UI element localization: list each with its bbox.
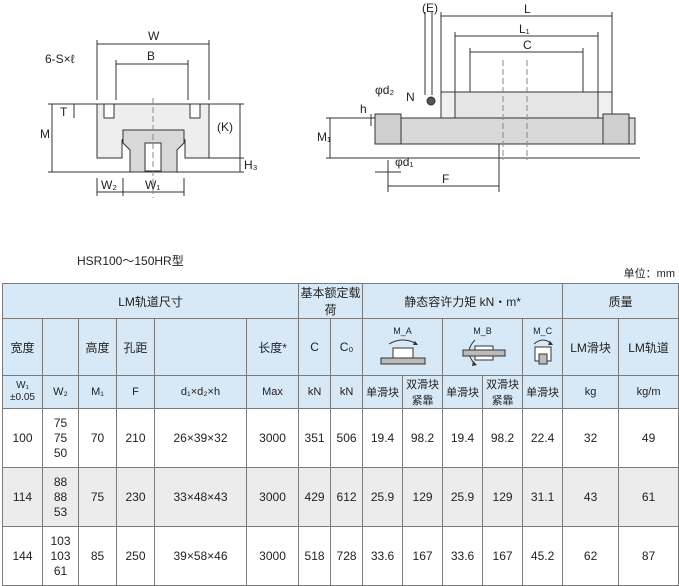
- mc-label: M_C: [533, 326, 553, 336]
- label-w1: W₁: [145, 178, 160, 192]
- col-w2: W₂: [42, 375, 79, 409]
- col-kn1: kN: [298, 375, 332, 409]
- label-d1: φd₁: [395, 155, 414, 169]
- cross-section-view: [48, 40, 244, 198]
- technical-drawings: W B 6-S×ℓ T M (K) H₃ W₂ W₁: [40, 1, 640, 198]
- col-kgm: kg/m: [618, 375, 679, 409]
- label-c: C: [523, 38, 532, 52]
- col-c: C: [298, 318, 332, 376]
- side-view-labels: (E) L L₁ C φd₂ h N M₁ φd₁ F: [317, 1, 532, 186]
- table-header-row: LM轨道尺寸 基本额定载荷 静态容许力矩 kN・m* 质量: [1, 283, 679, 319]
- moment-c-icon: [533, 339, 553, 365]
- group-load: 基本额定载荷: [298, 283, 364, 319]
- col-w1: W₁ ±0.05: [2, 375, 43, 409]
- label-t: T: [60, 105, 68, 119]
- col-kg: kg: [562, 375, 620, 409]
- label-h3: H₃: [244, 158, 258, 172]
- label-e: (E): [422, 1, 438, 15]
- col-mc: M_C: [522, 318, 564, 376]
- side-view: [326, 12, 640, 192]
- model-title: HSR100〜150HR型: [77, 254, 184, 268]
- col-height: 高度: [78, 318, 117, 376]
- col-block: LM滑块: [562, 318, 620, 376]
- label-f: F: [442, 172, 449, 186]
- col-pitch: 孔距: [116, 318, 155, 376]
- unit-label: 单位：mm: [623, 268, 675, 280]
- col-c0: C₀: [330, 318, 364, 376]
- moment-a-icon: [380, 339, 426, 365]
- label-m1: M₁: [317, 130, 331, 144]
- col-double-b: 双滑块紧靠: [482, 375, 524, 409]
- col-kn2: kN: [330, 375, 364, 409]
- col-rail: LM轨道: [618, 318, 679, 376]
- col-m1: M₁: [78, 375, 117, 409]
- label-b: B: [147, 49, 155, 63]
- col-dxh: d₁×d₂×h: [154, 375, 247, 409]
- col-mb: M_B: [442, 318, 524, 376]
- col-single-b: 单滑块: [442, 375, 484, 409]
- label-n: N: [406, 90, 415, 104]
- col-single-c: 单滑块: [522, 375, 564, 409]
- label-s: 6-S×ℓ: [45, 52, 75, 66]
- group-moment: 静态容许力矩 kN・m*: [362, 283, 564, 319]
- col-length: 长度*: [245, 318, 300, 376]
- col-f: F: [116, 375, 155, 409]
- spec-table: LM轨道尺寸 基本额定载荷 静态容许力矩 kN・m* 质量 宽度 高度 孔距 长…: [1, 283, 679, 586]
- group-mass: 质量: [562, 283, 679, 319]
- col-single-a: 单滑块: [362, 375, 404, 409]
- label-d2: φd₂: [375, 83, 394, 97]
- col-width: 宽度: [2, 318, 43, 376]
- col-max: Max: [245, 375, 300, 409]
- label-m: M: [40, 127, 50, 141]
- col-ma: M_A: [362, 318, 444, 376]
- group-rail: LM轨道尺寸: [1, 283, 300, 319]
- cross-section-labels: W B 6-S×ℓ T M (K) H₃ W₂ W₁: [40, 29, 258, 192]
- label-k: (K): [217, 120, 233, 134]
- label-l1: L₁: [519, 22, 530, 36]
- table-header-row: 宽度 高度 孔距 长度* C C₀ M_A M_B: [2, 318, 679, 376]
- ma-label: M_A: [393, 326, 412, 336]
- moment-b-icon: [462, 339, 506, 366]
- col-double-a: 双滑块紧靠: [402, 375, 444, 409]
- label-h: h: [360, 102, 367, 116]
- mb-label: M_B: [473, 326, 492, 336]
- label-w2: W₂: [101, 178, 117, 192]
- label-l: L: [524, 2, 531, 16]
- label-w: W: [148, 29, 160, 43]
